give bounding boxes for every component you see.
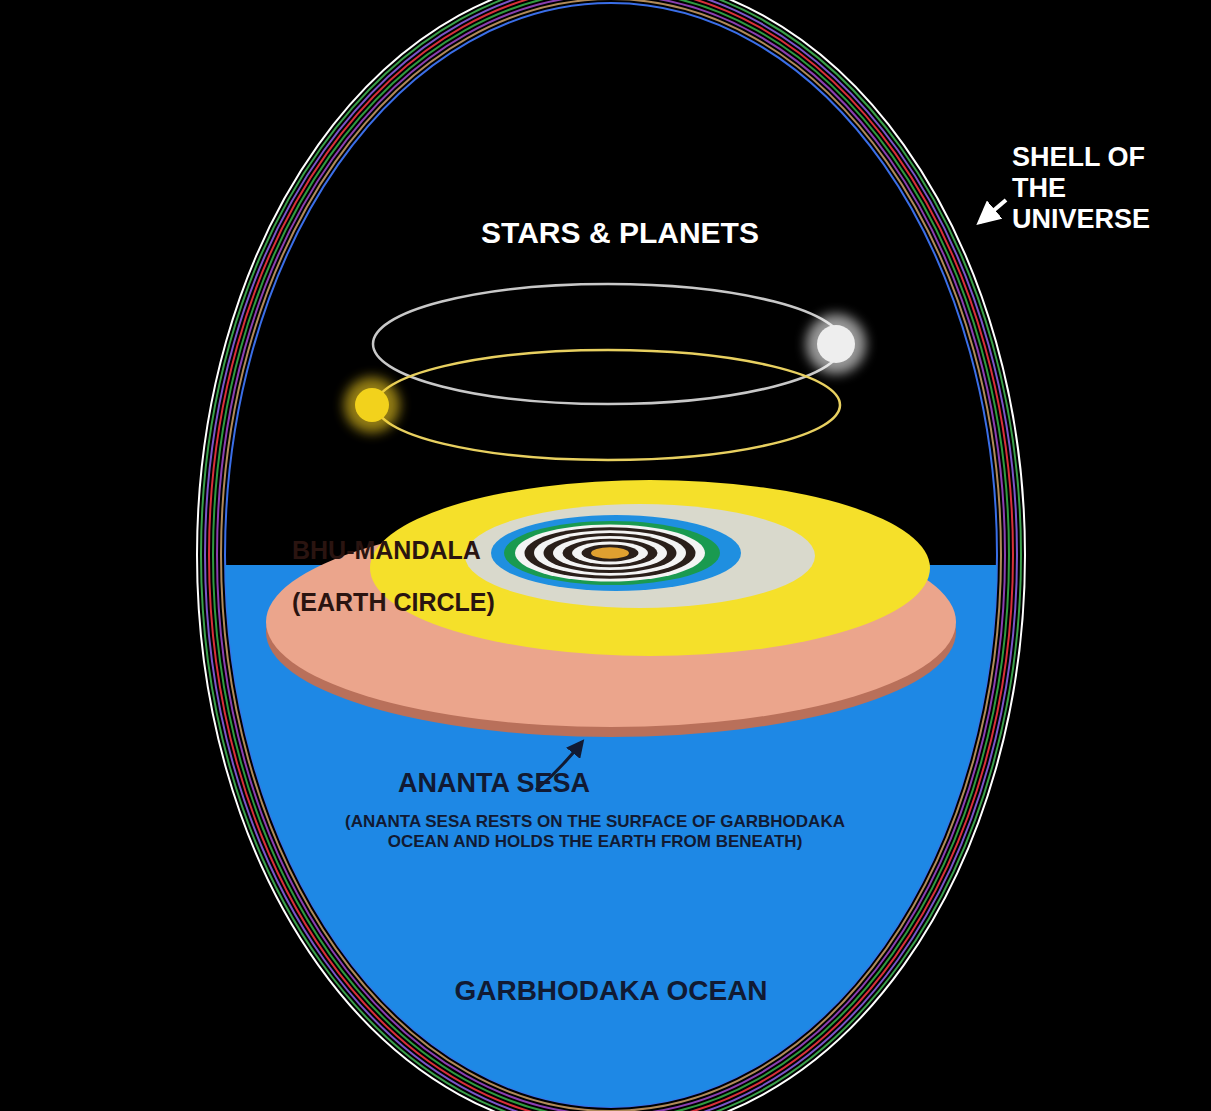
stars-label: STARS & PLANETS xyxy=(481,216,759,251)
ananta-sesa-label: ANANTA SESA xyxy=(398,768,590,799)
shell-pointer xyxy=(980,200,1006,222)
ananta-sesa-note: (ANANTA SESA RESTS ON THE SURFACE OF GAR… xyxy=(325,812,865,851)
orbits xyxy=(344,284,866,460)
shell-label: SHELL OF THE UNIVERSE xyxy=(1012,142,1204,235)
disk-sublabel: (EARTH CIRCLE) xyxy=(292,588,495,617)
disk-label: BHU-MANDALA xyxy=(292,536,481,565)
bhu-mandala-disk xyxy=(266,480,956,737)
ocean-label: GARBHODAKA OCEAN xyxy=(454,975,767,1007)
